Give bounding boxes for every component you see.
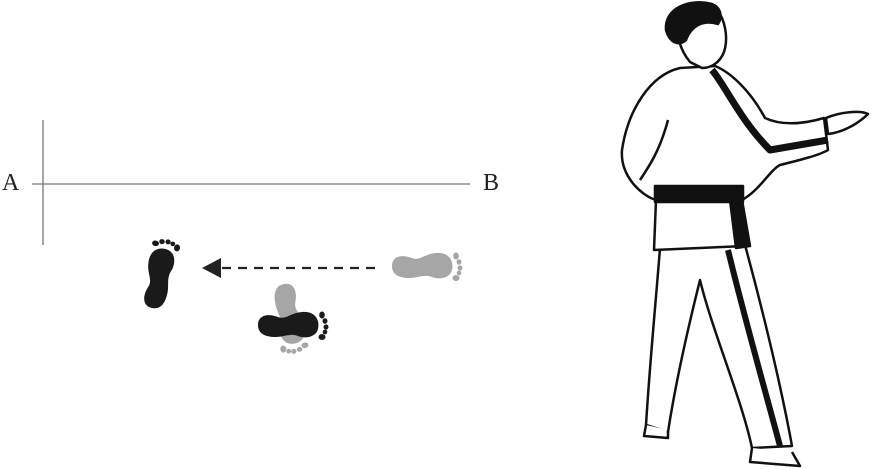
footprint-left-dark (138, 236, 182, 312)
arrow-head-icon (202, 258, 221, 278)
martial-artist-figure (620, 1, 870, 468)
footprint-start-light (392, 252, 463, 281)
point-a-label: A (2, 170, 20, 196)
point-b-label: B (483, 170, 500, 196)
